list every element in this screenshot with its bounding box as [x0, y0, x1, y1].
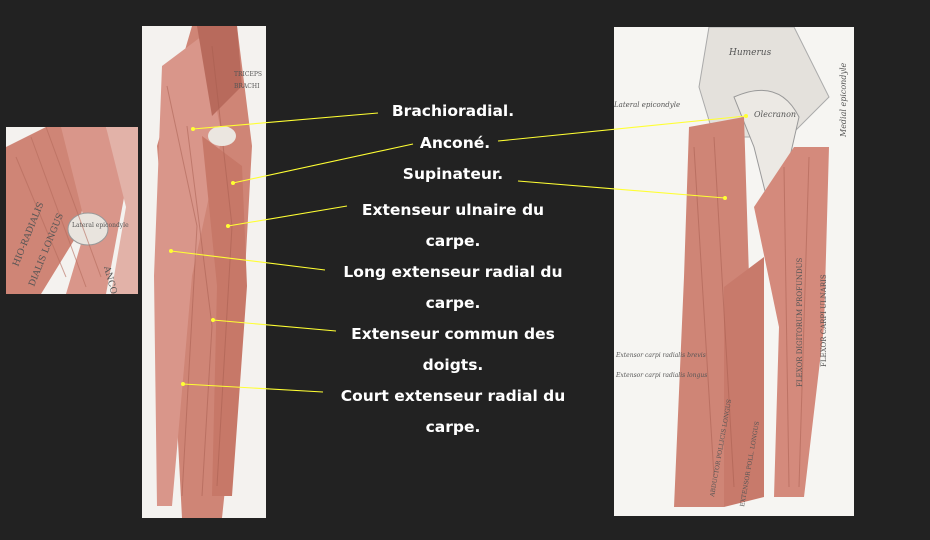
label-extenseur-commun: Extenseur commun des doigts.	[351, 325, 555, 374]
right-text-5: FLEXOR DIGITORUM PROFUNDUS	[796, 257, 804, 387]
right-text-0: Humerus	[728, 48, 772, 58]
right-text-1: Lateral epicondyle	[614, 101, 680, 109]
leader-line-ancone-right	[497, 115, 747, 142]
left-forearm-illustration: TRICEPS BRACHI	[142, 26, 266, 518]
label-ancone: Anconé.	[419, 134, 491, 152]
right-text-4: FLEXOR CARPI ULNARIS	[820, 274, 828, 367]
label-supinateur: Supinateur.	[402, 165, 504, 183]
left-text-1: BRACHI	[234, 83, 260, 90]
leader-line-long-extenseur-radial	[170, 250, 326, 271]
right-text-2: Medial epicondyle	[839, 62, 848, 138]
right-forearm-illustration: Humerus Lateral epicondyle Medial epicon…	[614, 27, 854, 516]
inset-muscle-illustration: HIO-RADIALIS DIALIS LONGUS Lateral epico…	[6, 127, 138, 294]
label-court-extenseur-radial: Court extenseur radial du carpe.	[340, 387, 566, 436]
leader-line-ancone-left	[232, 143, 414, 184]
leader-line-court-extenseur-radial	[182, 383, 324, 393]
right-text-6: Extensor carpi radialis brevis	[615, 352, 706, 359]
leader-line-supinateur	[517, 180, 726, 199]
leader-line-brachioradial	[192, 112, 379, 130]
leader-line-extenseur-ulnaire	[227, 205, 348, 227]
inset-text-2: Lateral epicondyle	[72, 222, 129, 229]
label-long-extenseur-radial: Long extenseur radial du carpe.	[343, 263, 563, 312]
label-brachioradial: Brachioradial.	[391, 102, 515, 120]
left-text-0: TRICEPS	[234, 71, 262, 78]
label-extenseur-ulnaire: Extenseur ulnaire du carpe.	[361, 201, 545, 250]
leader-line-extenseur-commun	[212, 319, 337, 332]
right-text-7: Extensor carpi radialis longus	[615, 372, 707, 379]
right-text-3: Olecranon	[754, 110, 796, 119]
